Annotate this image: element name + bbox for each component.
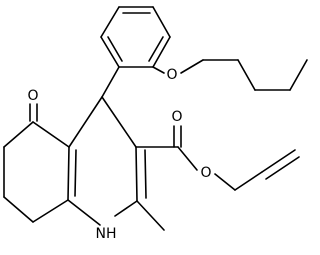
bond [148,36,164,62]
bond [261,149,296,173]
bond [74,149,77,197]
bond [100,6,120,38]
bond [101,96,137,148]
atom-labels: O O O O NH [27,67,211,242]
bond [152,6,171,38]
bond [152,66,165,74]
bond [114,200,138,217]
bond [32,199,69,223]
bonds [3,6,308,231]
bond [136,200,165,231]
bond [135,146,138,202]
carbonyl-oxygen-label: O [171,109,182,125]
bond [265,156,300,180]
bond [107,36,123,62]
ketone-oxygen-label: O [27,88,38,104]
bond [234,171,263,191]
bond [100,36,120,68]
bond [214,173,236,191]
bond [180,59,204,74]
ether-oxygen-label: O [166,67,177,83]
amine-nh-label: NH [96,226,117,242]
bond [3,196,34,223]
bond [177,146,198,171]
bond [144,149,147,199]
bond [67,146,70,201]
bond [289,59,308,91]
bond [101,66,120,98]
bond [67,199,101,226]
bond [3,121,34,148]
bond [152,36,171,68]
ester-oxygen-label: O [200,165,211,181]
bond [68,96,103,148]
bond [32,121,70,148]
bond [237,59,256,91]
